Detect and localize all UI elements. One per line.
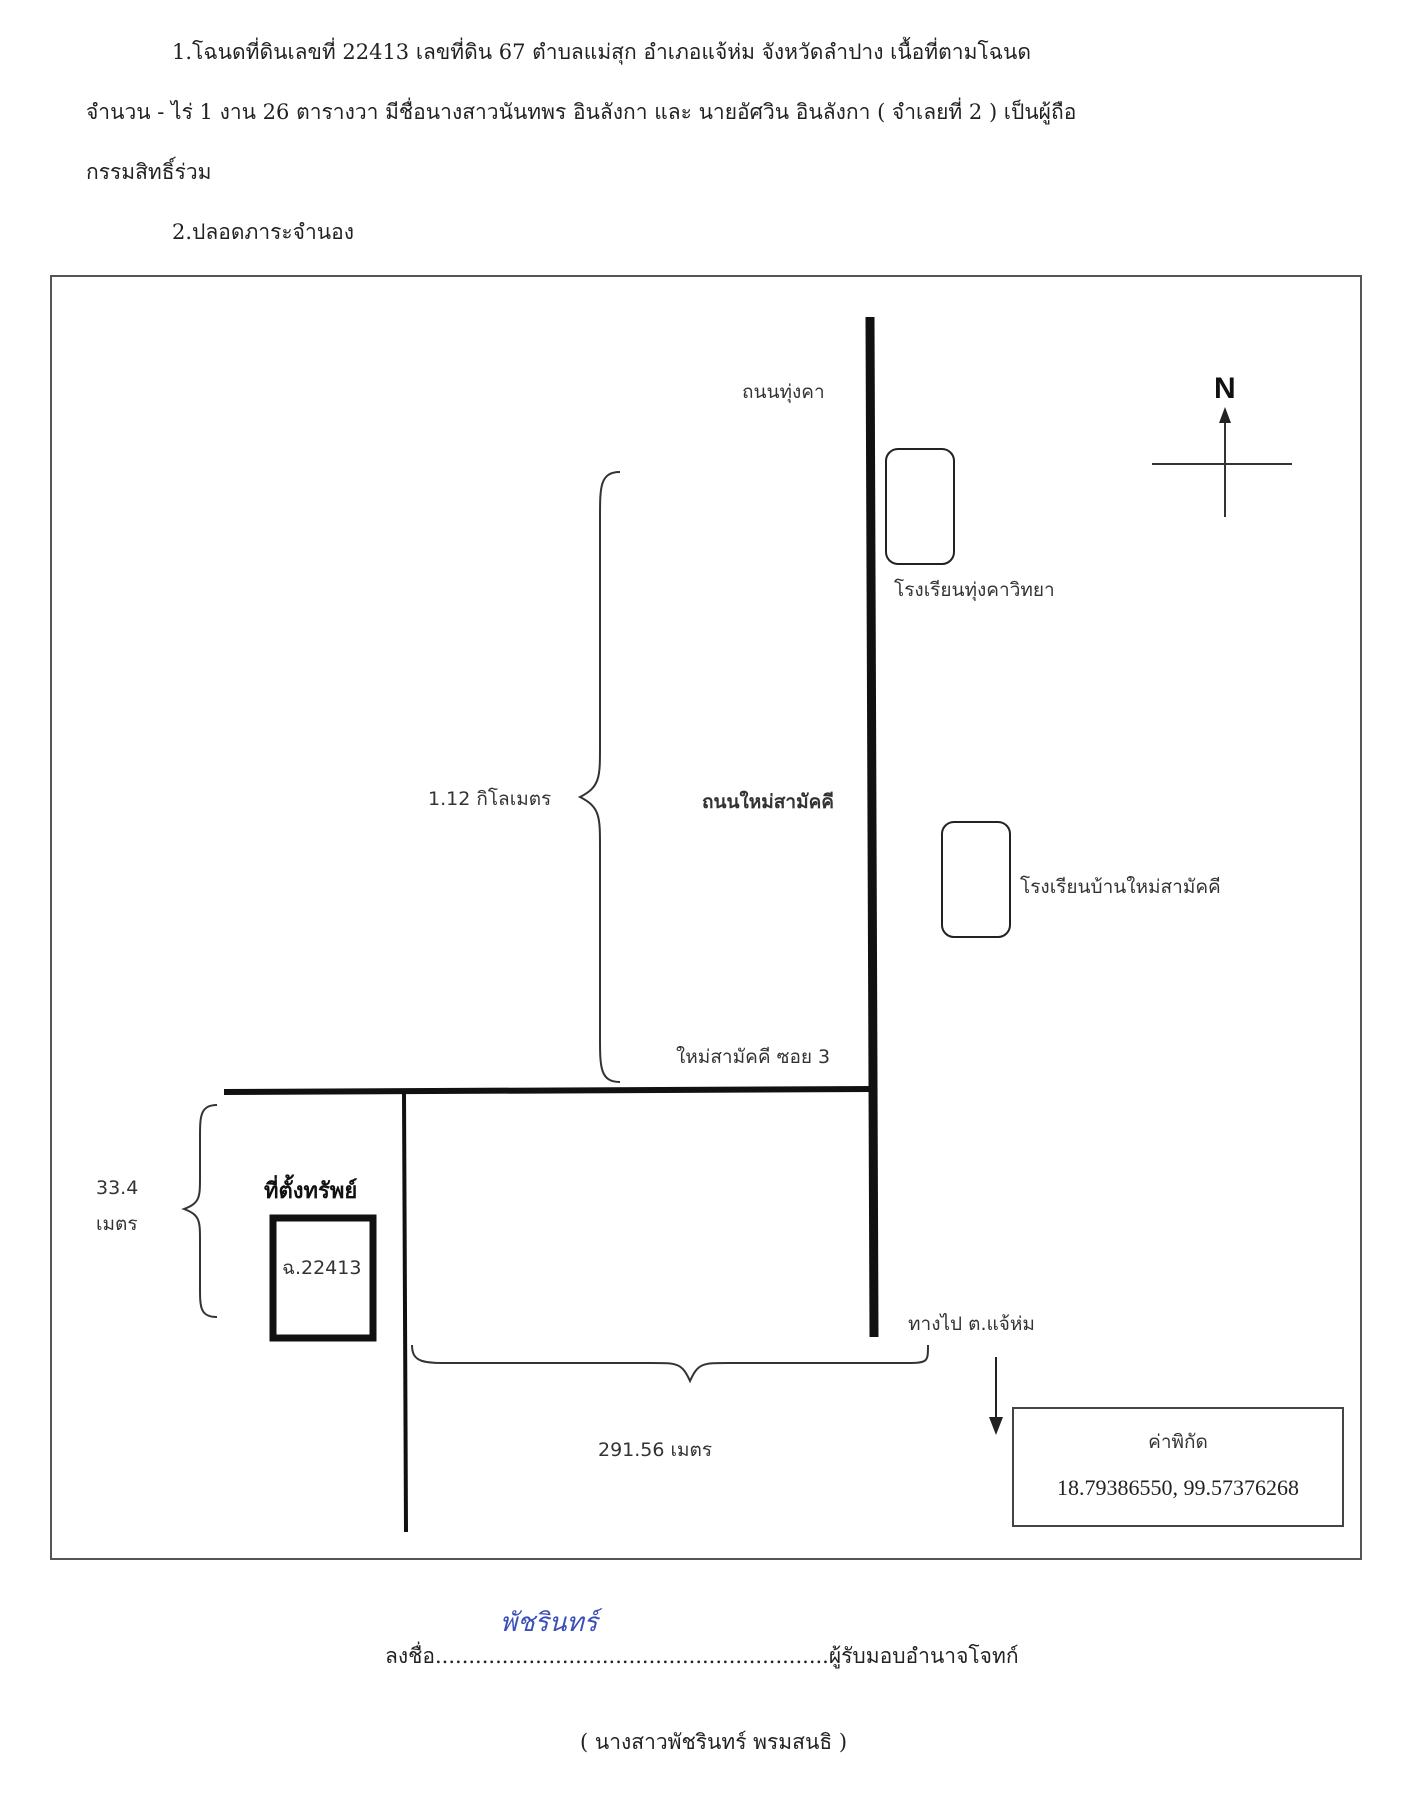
sign-suffix: ผู้รับมอบอำนาจโจทก์ — [828, 1644, 1019, 1668]
property-box — [269, 1214, 377, 1342]
road-mai-samakkhi-label: ถนนใหม่สามัคคี — [702, 791, 835, 813]
compass-arrow-head — [1219, 407, 1231, 423]
coordinate-value: 18.79386550, 99.57376268 — [1057, 1475, 1299, 1500]
width-unit-label: เมตร — [96, 1213, 138, 1235]
sign-dots: ........................................… — [435, 1644, 829, 1668]
coordinate-title: ค่าพิกัด — [1148, 1431, 1208, 1453]
sign-prefix: ลงชื่อ — [385, 1644, 435, 1668]
to-jaehom-label: ทางไป ต.แจ้ห่ม — [908, 1313, 1035, 1335]
location-map: N ถนนทุ่งคา โรงเรียนทุ่งคาวิทยา 1.12 กิโ… — [50, 275, 1362, 1560]
school-ban-mai-box — [941, 821, 1011, 938]
paragraph-2: 2.ปลอดภาระจำนอง — [172, 220, 354, 244]
school-ban-mai-label: โรงเรียนบ้านใหม่สามัคคี — [1020, 876, 1221, 898]
soi-3-road-line — [223, 1086, 875, 1095]
soi-3-label: ใหม่สามัคคี ซอย 3 — [676, 1046, 831, 1068]
main-road-line — [865, 316, 879, 1338]
distance-m-label: 291.56 เมตร — [598, 1439, 713, 1461]
paragraph-1: 1.โฉนดที่ดินเลขที่ 22413 เลขที่ดิน 67 ตำ… — [86, 22, 1266, 262]
signer-name: ( นางสาวพัชรินทร์ พรมสนธิ ) — [579, 1730, 848, 1754]
paragraph-1-line-2: จำนวน - ไร่ 1 งาน 26 ตารางวา มีชื่อนางสา… — [86, 100, 1077, 124]
deed-number-label: ฉ.22413 — [282, 1257, 362, 1279]
distance-km-label: 1.12 กิโลเมตร — [428, 788, 552, 810]
property-title: ที่ตั้งทรัพย์ — [264, 1179, 358, 1204]
road-tungkha-label: ถนนทุ่งคา — [742, 381, 825, 403]
school-tungkha-box — [885, 448, 955, 565]
map-drawing — [181, 316, 1292, 1533]
paragraph-1-line-3: กรรมสิทธิ์ร่วม — [86, 160, 212, 184]
signature-line: ลงชื่อ..................................… — [385, 1640, 1019, 1673]
school-tungkha-label: โรงเรียนทุ่งคาวิทยา — [894, 579, 1055, 601]
brace-291-56-m — [411, 1344, 929, 1384]
width-number-label: 33.4 — [96, 1177, 139, 1199]
brace-33-4-m — [181, 1104, 218, 1318]
signature-handwriting: พัชรินทร์ — [500, 1608, 598, 1638]
arrow-down-head — [989, 1417, 1003, 1435]
access-road-line — [402, 1091, 408, 1533]
coordinate-box: ค่าพิกัด 18.79386550, 99.57376268 — [1012, 1407, 1344, 1527]
north-label: N — [1214, 372, 1236, 405]
paragraph-1-line-1: 1.โฉนดที่ดินเลขที่ 22413 เลขที่ดิน 67 ตำ… — [172, 40, 1031, 64]
brace-1-12-km — [577, 471, 621, 1083]
